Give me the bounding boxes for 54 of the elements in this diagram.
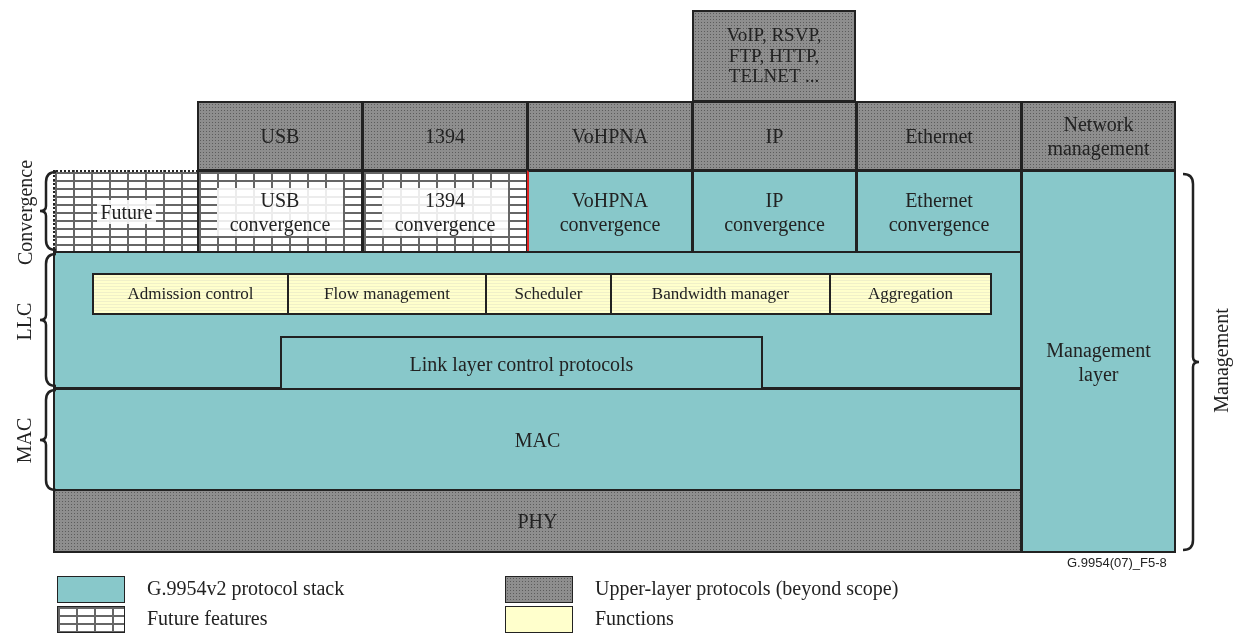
protocol-box bbox=[197, 101, 363, 171]
box-label: PHY bbox=[517, 509, 558, 533]
legend-label: Functions bbox=[595, 607, 674, 630]
layer-box bbox=[53, 388, 1022, 491]
future-feature-box bbox=[362, 170, 528, 253]
protocol-box bbox=[1021, 101, 1176, 171]
box-label: IP convergence bbox=[723, 187, 826, 236]
layer-box bbox=[692, 170, 857, 253]
function-box bbox=[610, 273, 831, 315]
box-label: Ethernet bbox=[905, 124, 973, 148]
box-label: Flow management bbox=[323, 283, 451, 305]
layer-box bbox=[527, 170, 693, 253]
box-label: Management layer bbox=[1045, 337, 1152, 386]
legend-label: G.9954v2 protocol stack bbox=[147, 577, 345, 600]
figure-reference: G.9954(07)_F5-8 bbox=[1067, 554, 1167, 570]
function-box bbox=[829, 273, 992, 315]
box-label: VoHPNA bbox=[571, 124, 649, 148]
box-label: Scheduler bbox=[514, 283, 583, 305]
future-feature-box bbox=[53, 170, 198, 253]
layer-box bbox=[1021, 170, 1176, 553]
layer-box bbox=[856, 170, 1022, 253]
layer-box bbox=[53, 251, 1022, 389]
box-label: Ethernet convergence bbox=[887, 187, 991, 236]
box-label: Bandwidth manager bbox=[651, 283, 790, 305]
layer-label: Management bbox=[1209, 307, 1233, 413]
layer-label: Convergence bbox=[13, 159, 37, 265]
function-box bbox=[485, 273, 612, 315]
function-box bbox=[92, 273, 289, 315]
protocol-box bbox=[362, 101, 528, 171]
protocol-box bbox=[856, 101, 1022, 171]
box-label: USB bbox=[260, 124, 300, 148]
box-label: USB convergence bbox=[217, 187, 343, 236]
box-label: VoHPNA convergence bbox=[558, 187, 662, 236]
future-feature-box bbox=[197, 170, 363, 253]
function-box bbox=[287, 273, 487, 315]
box-label: VoIP, RSVP, FTP, HTTP, TELNET ... bbox=[725, 24, 823, 88]
protocol-box bbox=[692, 10, 856, 102]
protocol-box bbox=[53, 489, 1022, 553]
protocol-box bbox=[692, 101, 857, 171]
box-label: Network management bbox=[1046, 112, 1151, 160]
layer-label: MAC bbox=[13, 417, 37, 463]
box-label: Aggregation bbox=[868, 283, 953, 305]
box-label: Link layer control protocols bbox=[409, 351, 634, 376]
box-label: Future bbox=[97, 199, 156, 224]
layer-label: LLC bbox=[13, 302, 37, 340]
legend-label: Future features bbox=[147, 607, 268, 630]
box-label: MAC bbox=[514, 427, 561, 452]
box-label: 1394 bbox=[425, 124, 465, 148]
protocol-box bbox=[527, 101, 693, 171]
layer-box bbox=[280, 336, 763, 389]
box-label: IP bbox=[765, 124, 784, 148]
legend-label: Upper-layer protocols (beyond scope) bbox=[595, 577, 899, 600]
box-label: Admission control bbox=[127, 283, 254, 305]
box-label: 1394 convergence bbox=[382, 187, 508, 236]
